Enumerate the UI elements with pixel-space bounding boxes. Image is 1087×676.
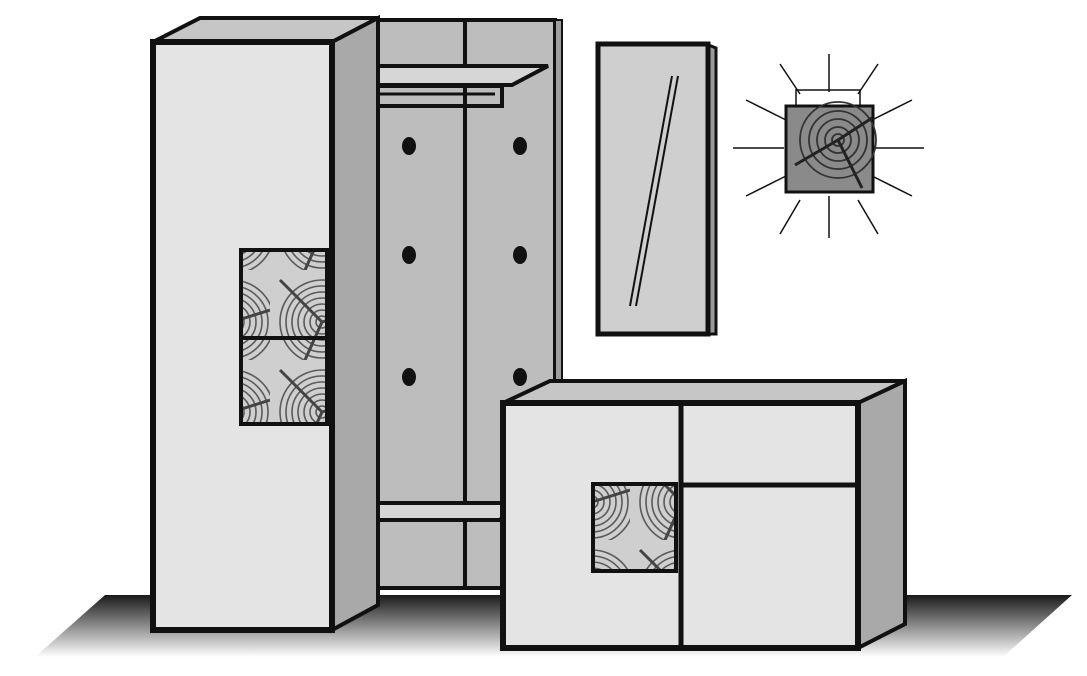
tall-cabinet-insert-bottom (239, 336, 329, 426)
tall-cabinet (150, 14, 380, 634)
low-sideboard (500, 377, 907, 652)
mirror-glass (595, 41, 711, 337)
wall-clock (733, 54, 924, 238)
hook (402, 368, 416, 386)
hook (513, 368, 527, 386)
clock-rings (799, 101, 877, 179)
coat-hooks (402, 137, 527, 386)
hook (513, 246, 527, 264)
mirror-reflection (635, 75, 679, 307)
tall-cabinet-side (330, 14, 380, 634)
sideboard-top (502, 379, 906, 405)
hook (513, 137, 527, 155)
hook (402, 246, 416, 264)
sideboard-side (856, 377, 907, 652)
sideboard-insert (591, 482, 678, 573)
clock-hands (794, 116, 873, 189)
mirror-reflection (629, 75, 673, 307)
hook (402, 137, 416, 155)
wall-mirror (595, 41, 718, 337)
clock-rays (733, 54, 924, 238)
tall-cabinet-insert-top (239, 248, 329, 340)
